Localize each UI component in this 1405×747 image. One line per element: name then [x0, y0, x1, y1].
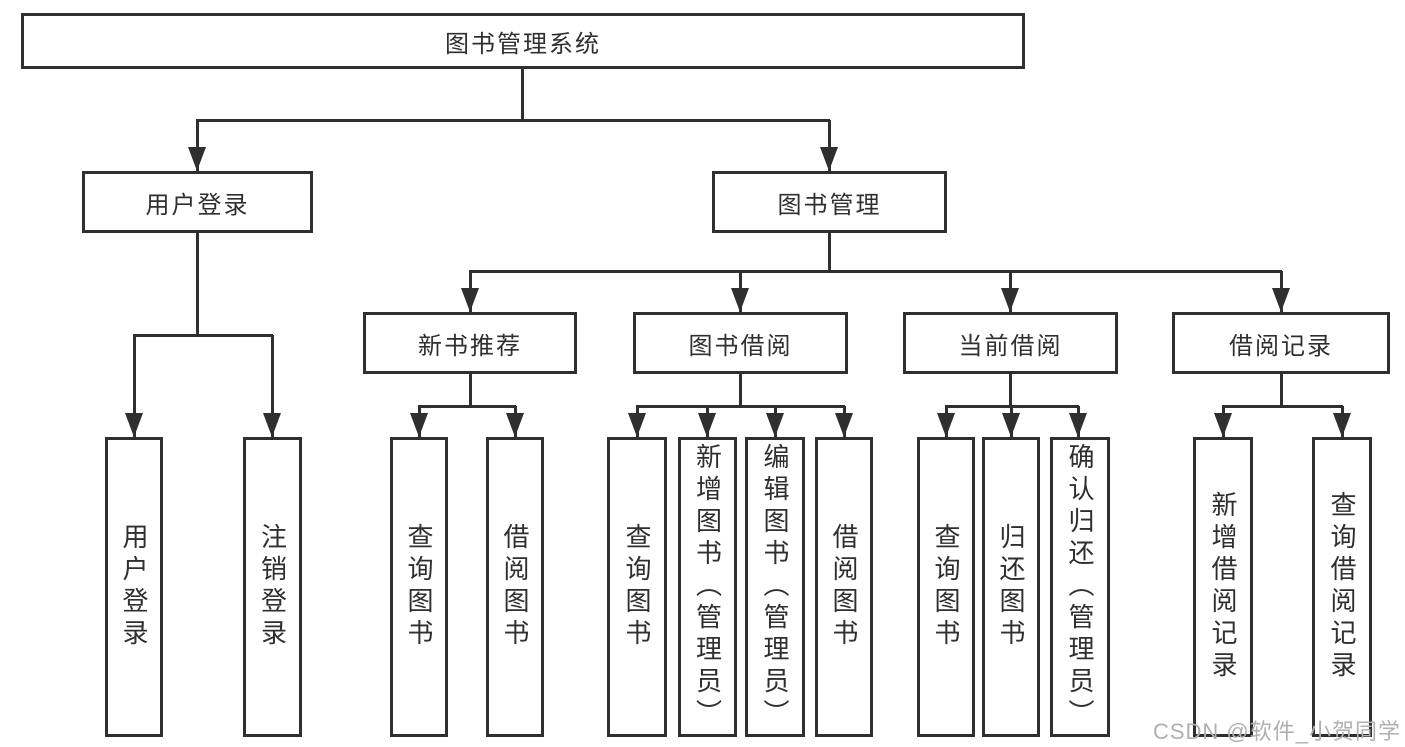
node-edit-books-admin: 编辑图书（管理员） [745, 437, 805, 737]
node-borrow-records: 借阅记录 [1172, 312, 1390, 374]
arrow-down-icon [1272, 288, 1290, 312]
connector-line [196, 233, 199, 337]
arrow-down-icon [937, 413, 955, 437]
connector-line [196, 120, 199, 171]
arrow-down-icon [731, 288, 749, 312]
node-current-borrowing: 当前借阅 [903, 312, 1118, 374]
node-add-borrow-record: 新增借阅记录 [1193, 437, 1253, 737]
arrow-down-icon [125, 413, 143, 437]
node-borrowing-query-books: 查询图书 [607, 437, 667, 737]
arrow-down-icon [1001, 288, 1019, 312]
node-current-query-books: 查询图书 [917, 437, 975, 737]
arrow-down-icon [263, 413, 281, 437]
arrow-down-icon [1002, 413, 1020, 437]
connector-line [828, 233, 831, 273]
connector-line [133, 334, 273, 337]
arrow-down-icon [1333, 413, 1351, 437]
connector-line [271, 335, 274, 437]
node-newbook-query-books: 查询图书 [390, 437, 448, 737]
node-query-borrow-record: 查询借阅记录 [1312, 437, 1372, 737]
node-add-books-admin: 新增图书（管理员） [678, 437, 737, 737]
node-book-borrowing: 图书借阅 [633, 312, 848, 374]
connector-line [469, 374, 472, 408]
node-book-management: 图书管理 [712, 171, 947, 233]
arrow-down-icon [461, 288, 479, 312]
connector-line [636, 405, 845, 408]
arrow-down-icon [1214, 413, 1232, 437]
connector-line [1280, 374, 1283, 408]
connector-line [521, 69, 524, 122]
connector-line [828, 120, 831, 171]
arrow-down-icon [506, 413, 524, 437]
node-newbook-borrow-books: 借阅图书 [486, 437, 544, 737]
connector-line [196, 119, 830, 122]
node-new-book-recommend: 新书推荐 [363, 312, 577, 374]
node-return-books: 归还图书 [982, 437, 1040, 737]
connector-line [133, 335, 136, 437]
arrow-down-icon [628, 413, 646, 437]
arrow-down-icon [410, 413, 428, 437]
arrow-down-icon [188, 147, 206, 171]
node-borrow-books: 借阅图书 [815, 437, 873, 737]
arrow-down-icon [698, 413, 716, 437]
node-logout: 注销登录 [243, 437, 302, 737]
arrow-down-icon [820, 147, 838, 171]
csdn-watermark: CSDN @软件_小贺同学 [1152, 719, 1401, 744]
node-user-login-leaf: 用户登录 [105, 437, 163, 737]
connector-line [739, 374, 742, 408]
node-user-login: 用户登录 [82, 171, 313, 233]
node-confirm-return-admin: 确认归还（管理员） [1050, 437, 1110, 737]
arrow-down-icon [835, 413, 853, 437]
connector-line [1222, 405, 1343, 408]
node-library-system: 图书管理系统 [21, 13, 1025, 69]
arrow-down-icon [1069, 413, 1087, 437]
connector-line [418, 405, 516, 408]
arrow-down-icon [766, 413, 784, 437]
connector-line [469, 270, 1282, 273]
connector-line [1009, 374, 1012, 408]
